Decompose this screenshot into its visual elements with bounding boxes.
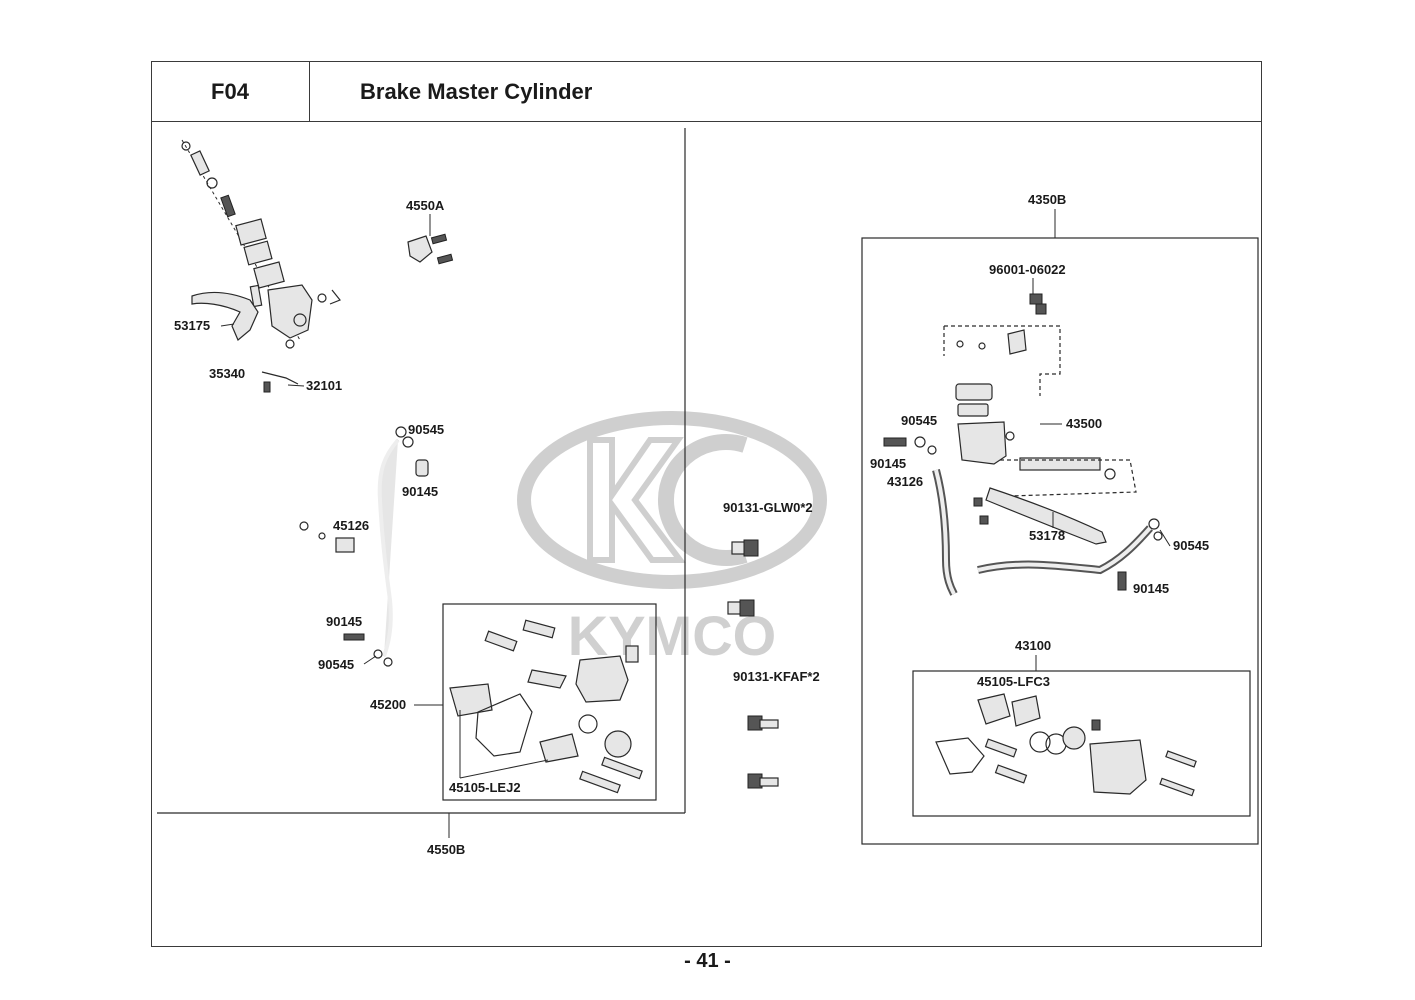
label-32101: 32101 <box>306 378 342 393</box>
label-90145-top: 90145 <box>402 484 438 499</box>
label-90131-kfaf: 90131-KFAF*2 <box>733 669 820 684</box>
label-43500: 43500 <box>1066 416 1102 431</box>
page-title: Brake Master Cylinder <box>360 78 593 104</box>
label-45105-LFC3: 45105-LFC3 <box>977 674 1050 689</box>
label-43126: 43126 <box>887 474 923 489</box>
label-4550A: 4550A <box>406 198 445 213</box>
caliper-45200-parts <box>442 603 657 801</box>
header-row <box>151 61 1262 122</box>
label-90145-bottom: 90145 <box>326 614 362 629</box>
label-45200: 45200 <box>370 697 406 712</box>
front-brake-hose-parts <box>299 426 429 667</box>
right-assembly-frame <box>861 237 1259 845</box>
label-4550B: 4550B <box>427 842 465 857</box>
label-90145-b: 90145 <box>1133 581 1169 596</box>
label-90545-bottom: 90545 <box>318 657 354 672</box>
label-53175: 53175 <box>174 318 210 333</box>
label-53178: 53178 <box>1029 528 1065 543</box>
label-45105-LEJ2: 45105-LEJ2 <box>449 780 521 795</box>
label-90131-glw0: 90131-GLW0*2 <box>723 500 813 515</box>
rear-master-cylinder-parts <box>883 293 1163 596</box>
label-4350B: 4350B <box>1028 192 1066 207</box>
label-45126: 45126 <box>333 518 369 533</box>
label-90545-top: 90545 <box>408 422 444 437</box>
page-frame <box>151 61 1262 947</box>
section-code: F04 <box>151 61 310 122</box>
front-master-cylinder-parts <box>181 139 341 393</box>
label-43100: 43100 <box>1015 638 1051 653</box>
label-96001-06022: 96001-06022 <box>989 262 1066 277</box>
rear-caliper-frame <box>912 670 1251 817</box>
kymco-watermark: KYMCO <box>517 411 827 667</box>
left-panel-frame <box>157 128 686 814</box>
label-90145-a: 90145 <box>870 456 906 471</box>
rear-caliper-parts <box>935 693 1197 797</box>
middle-bolts <box>727 539 779 789</box>
label-90545-a: 90545 <box>901 413 937 428</box>
clamp-4550A-parts <box>407 233 454 265</box>
page-number: - 41 - <box>684 950 731 972</box>
label-35340: 35340 <box>209 366 245 381</box>
label-90545-b: 90545 <box>1173 538 1209 553</box>
